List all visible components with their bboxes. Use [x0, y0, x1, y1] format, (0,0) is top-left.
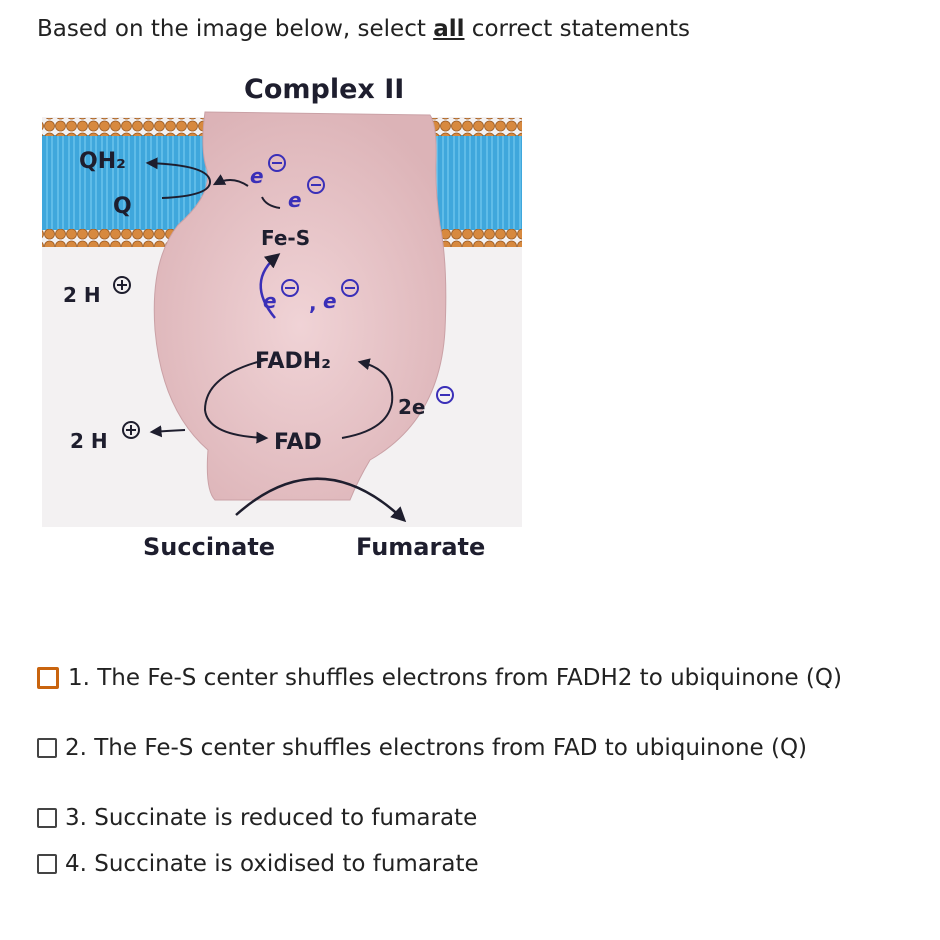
two-electron-charge-icon [436, 386, 454, 404]
option-4-label: 4. Succinate is oxidised to fumarate [65, 851, 479, 877]
option-3-checkbox[interactable] [37, 808, 57, 828]
two-electron-label: 2e [398, 395, 425, 419]
electron-label-3: e [263, 289, 277, 313]
fadh2-label: FADH₂ [255, 349, 331, 374]
electron-label-1: e [250, 164, 264, 188]
option-2-label: 2. The Fe-S center shuffles electrons fr… [65, 735, 808, 761]
electron-charge-3-icon [281, 279, 299, 297]
diagram-title: Complex II [244, 74, 404, 105]
complex-ii-protein [153, 111, 447, 501]
proton-charge-top-icon [113, 276, 131, 294]
proton-release-arrow [149, 425, 186, 438]
succinate-fumarate-arrow [235, 477, 407, 523]
option-4[interactable]: 4. Succinate is oxidised to fumarate [37, 848, 479, 880]
electron-to-q-arrow [212, 174, 249, 187]
option-1-label: 1. The Fe-S center shuffles electrons fr… [68, 665, 842, 691]
electron-label-2: e [288, 188, 302, 212]
proton-label-bottom: 2 H [70, 429, 108, 453]
option-3-label: 3. Succinate is reduced to fumarate [65, 805, 478, 831]
option-4-checkbox[interactable] [37, 854, 57, 874]
electron-label-4: e [323, 289, 337, 313]
option-1[interactable]: 1. The Fe-S center shuffles electrons fr… [37, 662, 842, 694]
fumarate-label: Fumarate [356, 533, 485, 561]
question-prompt: Based on the image below, select all cor… [37, 13, 690, 45]
fad-label: FAD [274, 430, 322, 455]
electron-charge-4-icon [341, 279, 359, 297]
qh2-label: QH₂ [79, 149, 126, 174]
fadh2-fad-arrow [341, 358, 394, 439]
fes-label: Fe-S [261, 226, 310, 250]
complex-ii-diagram: Complex II QH₂ Q e e Fe-S e , e 2 H FADH… [0, 60, 560, 580]
proton-label-top: 2 H [63, 283, 101, 307]
option-3[interactable]: 3. Succinate is reduced to fumarate [37, 802, 477, 834]
fes-entry-arrow [261, 196, 281, 209]
electron-separator: , [309, 291, 317, 315]
q-reduction-arrow [145, 157, 212, 199]
question-suffix: correct statements [464, 16, 691, 42]
fad-reduction-arrow [203, 359, 269, 444]
q-label: Q [113, 194, 132, 219]
option-1-checkbox[interactable] [37, 667, 59, 689]
option-2[interactable]: 2. The Fe-S center shuffles electrons fr… [37, 732, 807, 764]
succinate-label: Succinate [143, 533, 275, 561]
proton-charge-bottom-icon [122, 421, 140, 439]
question-prefix: Based on the image below, select [37, 16, 434, 42]
option-2-checkbox[interactable] [37, 738, 57, 758]
question-emphasis: all [433, 16, 465, 42]
fes-electron-arrow [259, 253, 281, 319]
electron-charge-1-icon [268, 154, 286, 172]
electron-charge-2-icon [307, 176, 325, 194]
